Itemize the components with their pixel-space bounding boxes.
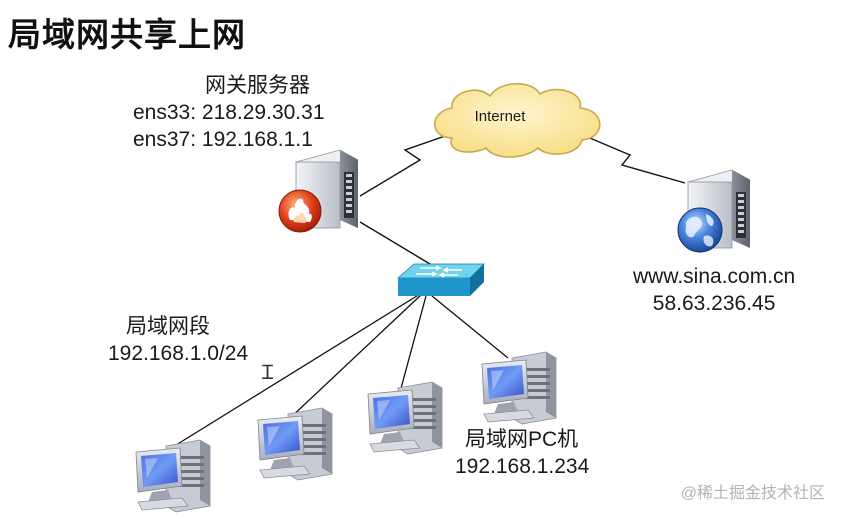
lan-name: 局域网段: [126, 315, 210, 338]
link-switch-pc-2: [287, 293, 423, 421]
gateway-server: [278, 149, 359, 233]
firewall-icon: [278, 189, 322, 233]
globe-icon: [677, 207, 723, 253]
sina-server: [677, 169, 751, 253]
page-title: 局域网共享上网: [8, 15, 246, 54]
lan-label: 局域网段 192.168.1.0/24: [108, 313, 248, 367]
lan-pc-2: [257, 407, 333, 481]
lan-subnet: 192.168.1.0/24: [108, 342, 249, 365]
sina-label: www.sina.com.cn 58.63.236.45: [633, 263, 795, 317]
pc-label: 局域网PC机 192.168.1.234: [455, 426, 589, 480]
link-switch-pc-1: [167, 293, 421, 451]
link-gateway-switch: [359, 221, 441, 271]
internet-cloud: Internet: [434, 83, 601, 158]
link-switch-pc-3: [399, 295, 427, 393]
gateway-label: 网关服务器 ens33: 218.29.30.31 ens37: 192.168…: [133, 72, 325, 153]
gateway-ens33: ens33: 218.29.30.31: [133, 101, 325, 124]
gateway-name: 网关服务器: [205, 74, 310, 97]
lan-pc-3: [367, 381, 443, 455]
lan-pc-1: [135, 439, 211, 513]
pc-name: 局域网PC机: [465, 428, 579, 451]
lan-pc-4: [481, 351, 557, 425]
sina-host: www.sina.com.cn: [633, 265, 796, 288]
watermark: @稀土掘金技术社区: [680, 485, 825, 502]
switch-icon: [396, 263, 485, 296]
wan-link-sina: [577, 132, 686, 184]
internet-label: Internet: [475, 108, 527, 125]
text-cursor-icon: Ɪ: [262, 360, 274, 384]
wan-link-gateway: [359, 127, 469, 197]
gateway-ens37: ens37: 192.168.1.1: [133, 128, 313, 151]
link-switch-pc-4: [431, 295, 509, 359]
pc-ip: 192.168.1.234: [455, 455, 590, 478]
sina-ip: 58.63.236.45: [652, 292, 776, 315]
